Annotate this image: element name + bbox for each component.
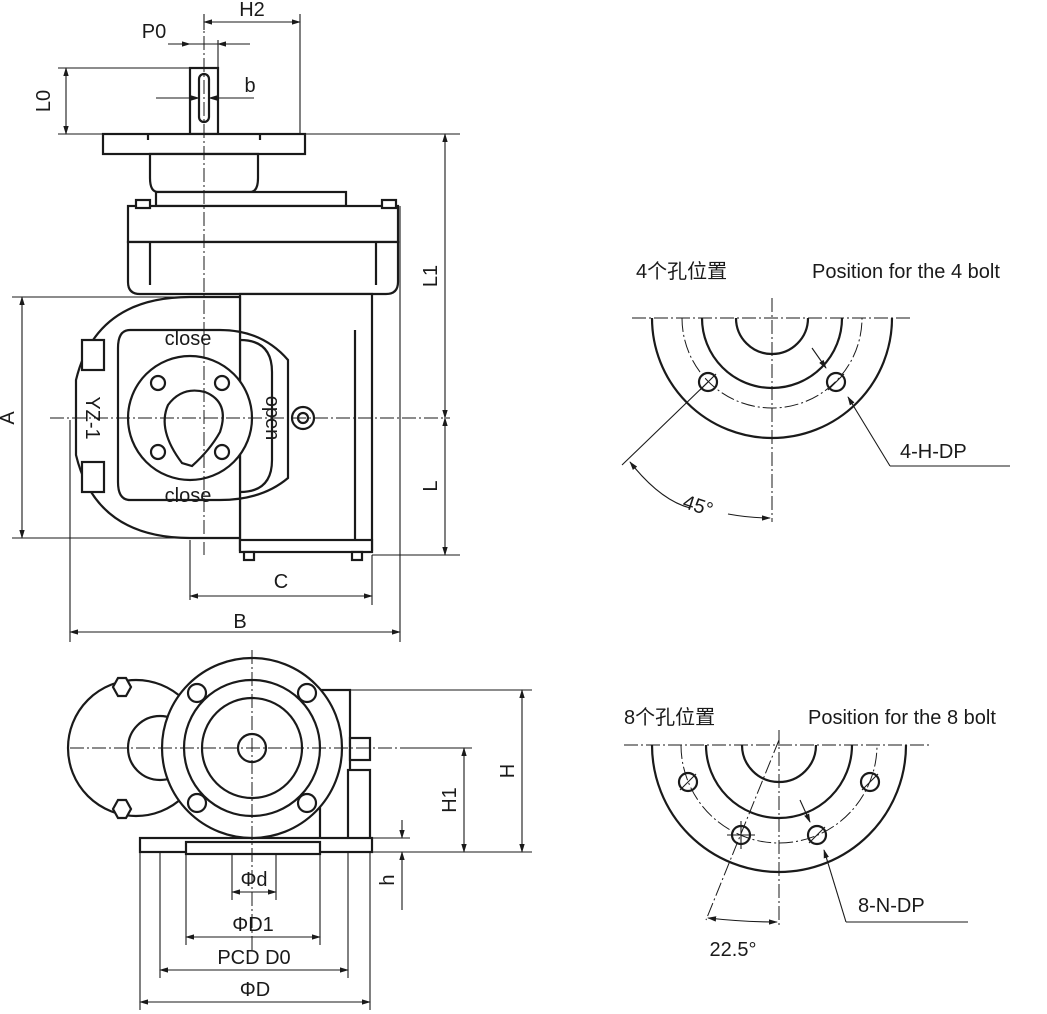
bolt4-title-cn: 4个孔位置 [636, 260, 727, 283]
hex-nut [111, 798, 133, 820]
dim-b: B [233, 611, 246, 633]
adapter-plate [154, 190, 348, 208]
dimensions-bottom: H H1 h Φd ΦD1 PCD D0 [139, 689, 532, 1010]
dim-pcd-d0: PCD D0 [217, 947, 290, 969]
bolt4-hole [697, 371, 719, 393]
dim-h-small: h [377, 874, 399, 885]
dim-h: H [497, 764, 519, 778]
label-open: open [261, 396, 283, 441]
bolt8-title-cn: 8个孔位置 [624, 706, 715, 729]
bolt4-hole [825, 371, 847, 393]
dim-h2: H2 [239, 0, 265, 21]
dim-l0: L0 [33, 90, 55, 112]
upper-housing [126, 204, 400, 244]
bolt8-detail: 8个孔位置 Position for the 8 bolt 8-N-DP 22.… [624, 706, 996, 961]
bolt4-angle: 45° [680, 491, 716, 521]
bolt8-title-en: Position for the 8 bolt [808, 707, 996, 729]
dim-phi-d: Φd [240, 869, 267, 891]
base-plate [238, 538, 374, 554]
dim-phi-D: ΦD [240, 979, 270, 1001]
label-model: YZ-1 [81, 396, 103, 439]
label-close-bottom: close [165, 485, 212, 507]
bolt-head [348, 736, 372, 762]
bolt4-title-en: Position for the 4 bolt [812, 261, 1000, 283]
bolt8-hole [677, 771, 699, 793]
indicator-plate [116, 328, 290, 502]
dim-h1: H1 [439, 787, 461, 813]
hex-nut [111, 676, 133, 698]
side-bolt [80, 338, 106, 372]
bolt8-callout: 8-N-DP [858, 895, 925, 917]
dimensions-front: H2 P0 L0 b L1 L [0, 0, 460, 642]
bolt4-detail: 4个孔位置 Position for the 4 bolt 4-H-DP 45° [621, 260, 1010, 522]
dim-p0: P0 [142, 21, 166, 43]
housing-lower [126, 240, 400, 296]
dim-phi-d1: ΦD1 [232, 914, 274, 936]
front-view: close close open YZ-1 H2 P0 L0 b [0, 0, 460, 642]
bottom-view: H H1 h Φd ΦD1 PCD D0 [66, 650, 532, 1010]
label-close-top: close [165, 328, 212, 350]
position-indicator-icon [163, 389, 224, 468]
dim-c: C [274, 571, 288, 593]
dim-l1: L1 [420, 265, 442, 287]
dim-l: L [420, 480, 442, 491]
bolt-head [134, 198, 152, 210]
bolt4-callout: 4-H-DP [900, 441, 967, 463]
bolt8-hole [859, 771, 881, 793]
bolt8-hole [806, 824, 828, 846]
bolt-head [380, 198, 398, 210]
bolt8-angle: 22.5° [710, 939, 757, 961]
side-bolt [80, 460, 106, 494]
dim-a: A [0, 411, 19, 425]
dim-b-small: b [244, 75, 255, 97]
